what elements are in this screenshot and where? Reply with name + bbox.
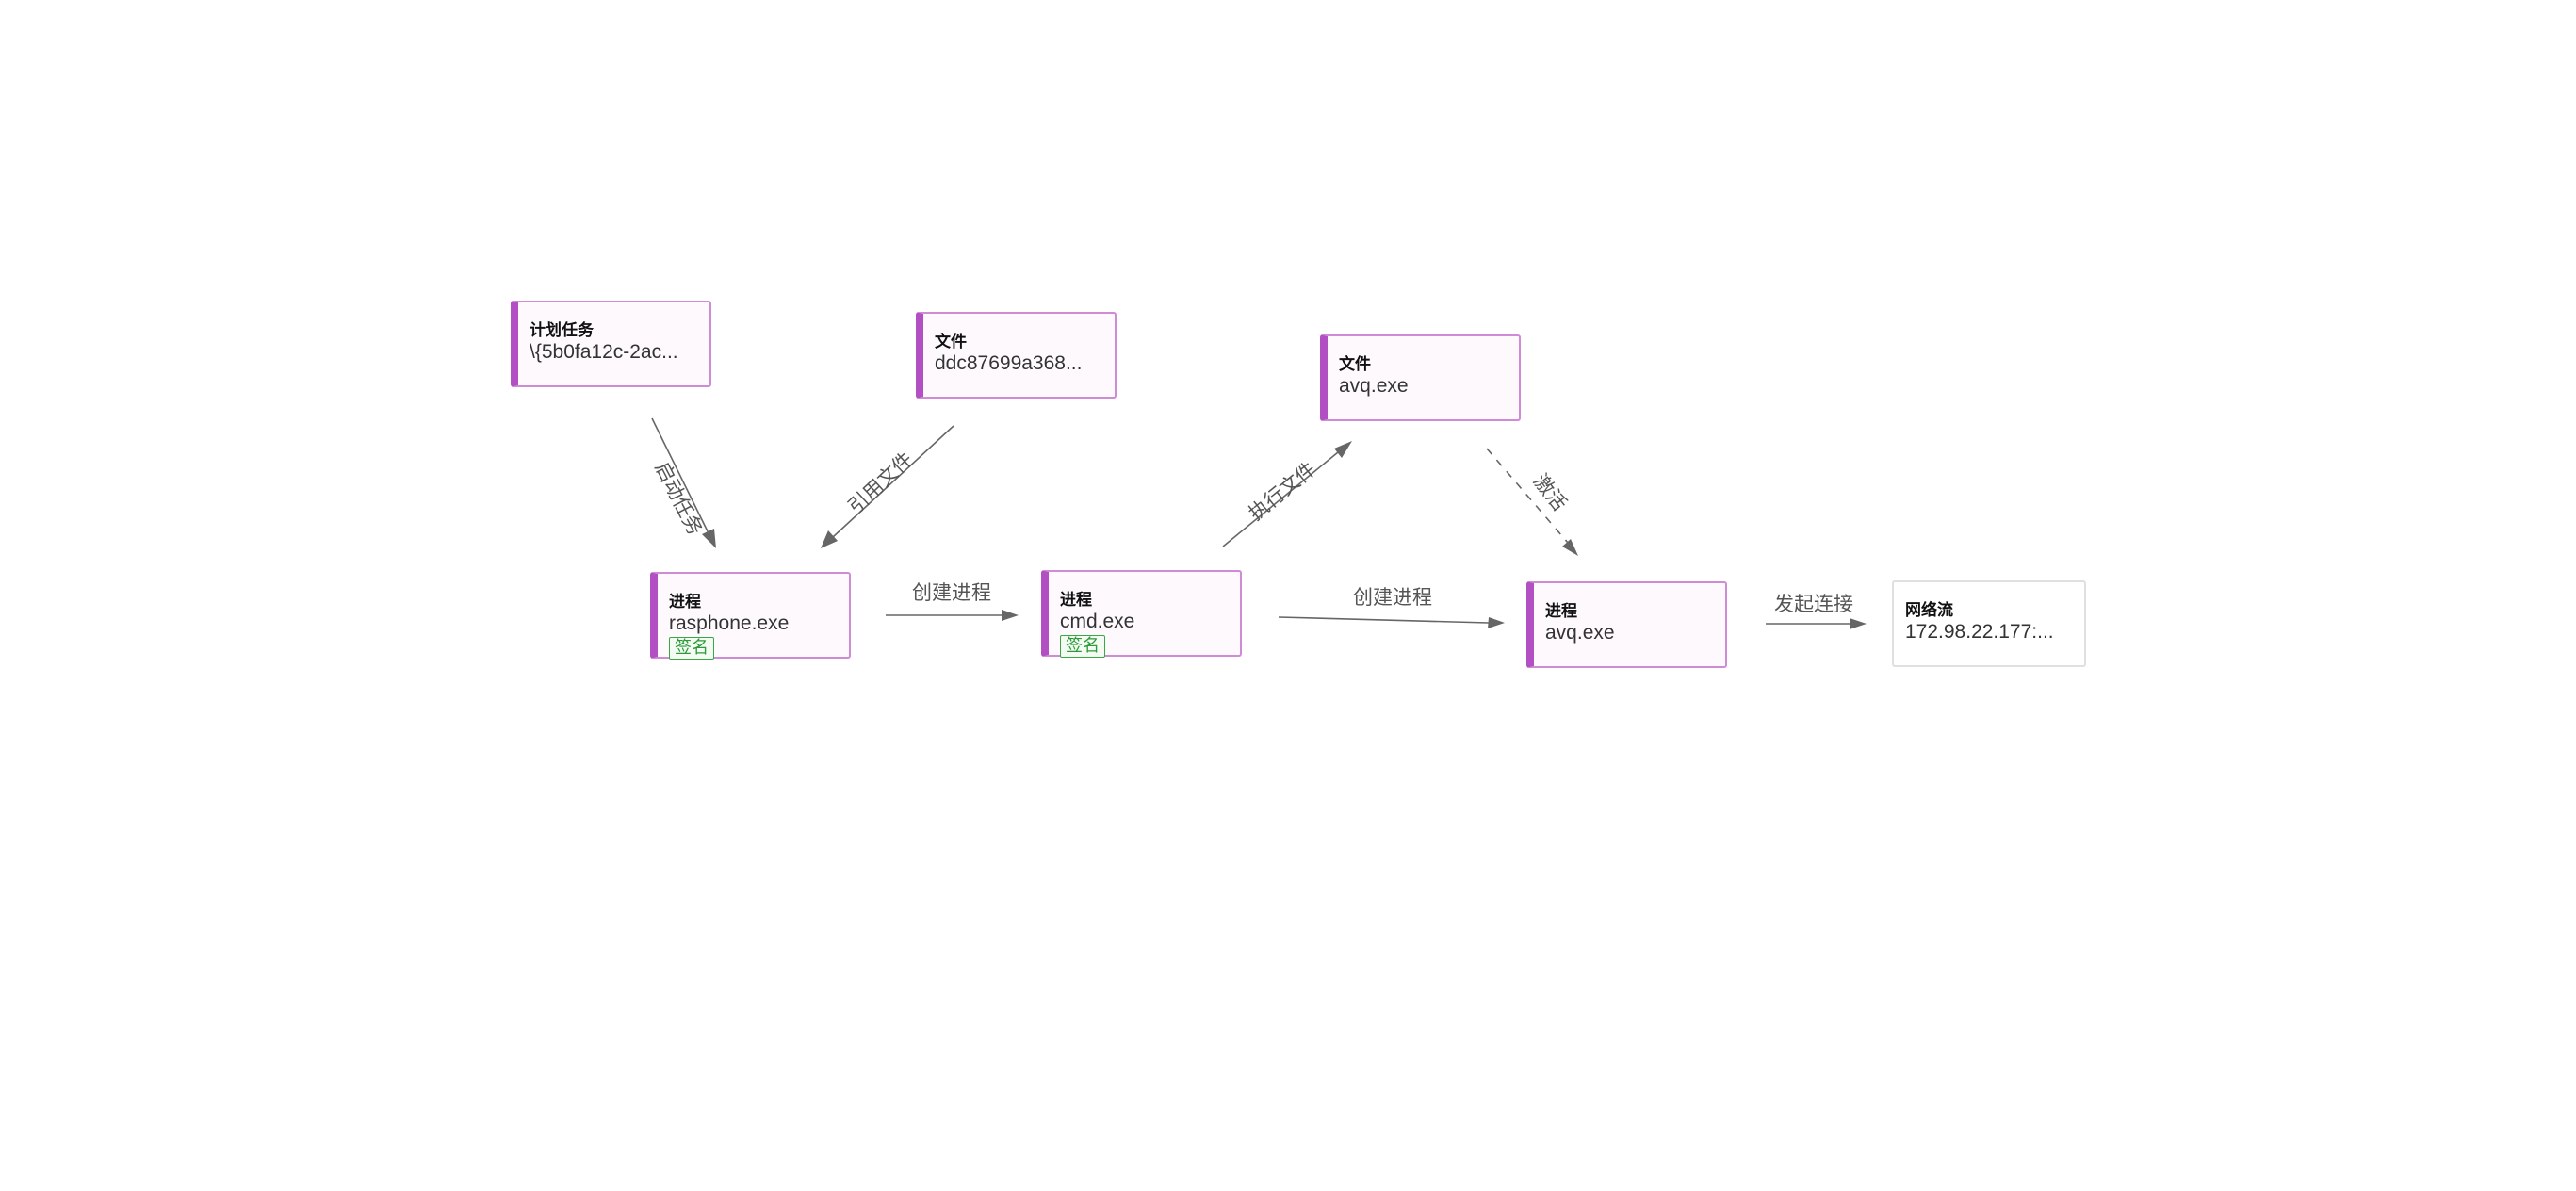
- node-file-ddc87699a368[interactable]: 文件 ddc87699a368...: [916, 312, 1117, 399]
- node-process-rasphone[interactable]: 进程 rasphone.exe 签名: [650, 572, 851, 660]
- edge-avq-to-netflow: [1766, 618, 1867, 629]
- edge-task-to-rasphone: [651, 417, 716, 548]
- edge-label-avq-to-netflow: 发起连接: [1774, 593, 1853, 615]
- signed-badge: 签名: [669, 637, 714, 660]
- node-type-label: 计划任务: [530, 321, 594, 340]
- node-value-label: avq.exe: [1545, 622, 1615, 644]
- node-scheduled-task[interactable]: 计划任务 \{5b0fa12c-2ac...: [511, 301, 711, 387]
- node-process-cmd[interactable]: 进程 cmd.exe 签名: [1041, 570, 1242, 658]
- edge-label-rasphone-to-cmd: 创建进程: [912, 581, 991, 604]
- node-value-label: ddc87699a368...: [935, 352, 1083, 374]
- node-value-label: cmd.exe: [1060, 611, 1135, 632]
- node-process-avq[interactable]: 进程 avq.exe: [1526, 581, 1727, 668]
- node-file-avq[interactable]: 文件 avq.exe: [1320, 334, 1521, 421]
- node-value-label: avq.exe: [1339, 375, 1409, 397]
- node-value-label: \{5b0fa12c-2ac...: [530, 341, 678, 363]
- edge-file2-to-avq: [1486, 448, 1578, 556]
- node-value-label: rasphone.exe: [669, 612, 790, 634]
- node-type-label: 文件: [1339, 355, 1371, 374]
- node-type-label: 网络流: [1905, 601, 1953, 620]
- node-type-label: 进程: [1060, 591, 1092, 610]
- node-type-label: 进程: [1545, 602, 1577, 621]
- edge-label-cmd-to-avq: 创建进程: [1353, 586, 1432, 609]
- node-type-label: 进程: [669, 593, 701, 612]
- edge-cmd-to-file2: [1222, 441, 1352, 547]
- node-type-label: 文件: [935, 333, 967, 351]
- edge-cmd-to-avq: [1278, 616, 1505, 628]
- edge-rasphone-to-cmd: [886, 610, 1019, 621]
- node-netflow[interactable]: 网络流 172.98.22.177:...: [1892, 580, 2086, 667]
- signed-badge: 签名: [1060, 635, 1105, 658]
- edge-file1-to-rasphone: [821, 425, 954, 548]
- node-value-label: 172.98.22.177:...: [1905, 621, 2054, 643]
